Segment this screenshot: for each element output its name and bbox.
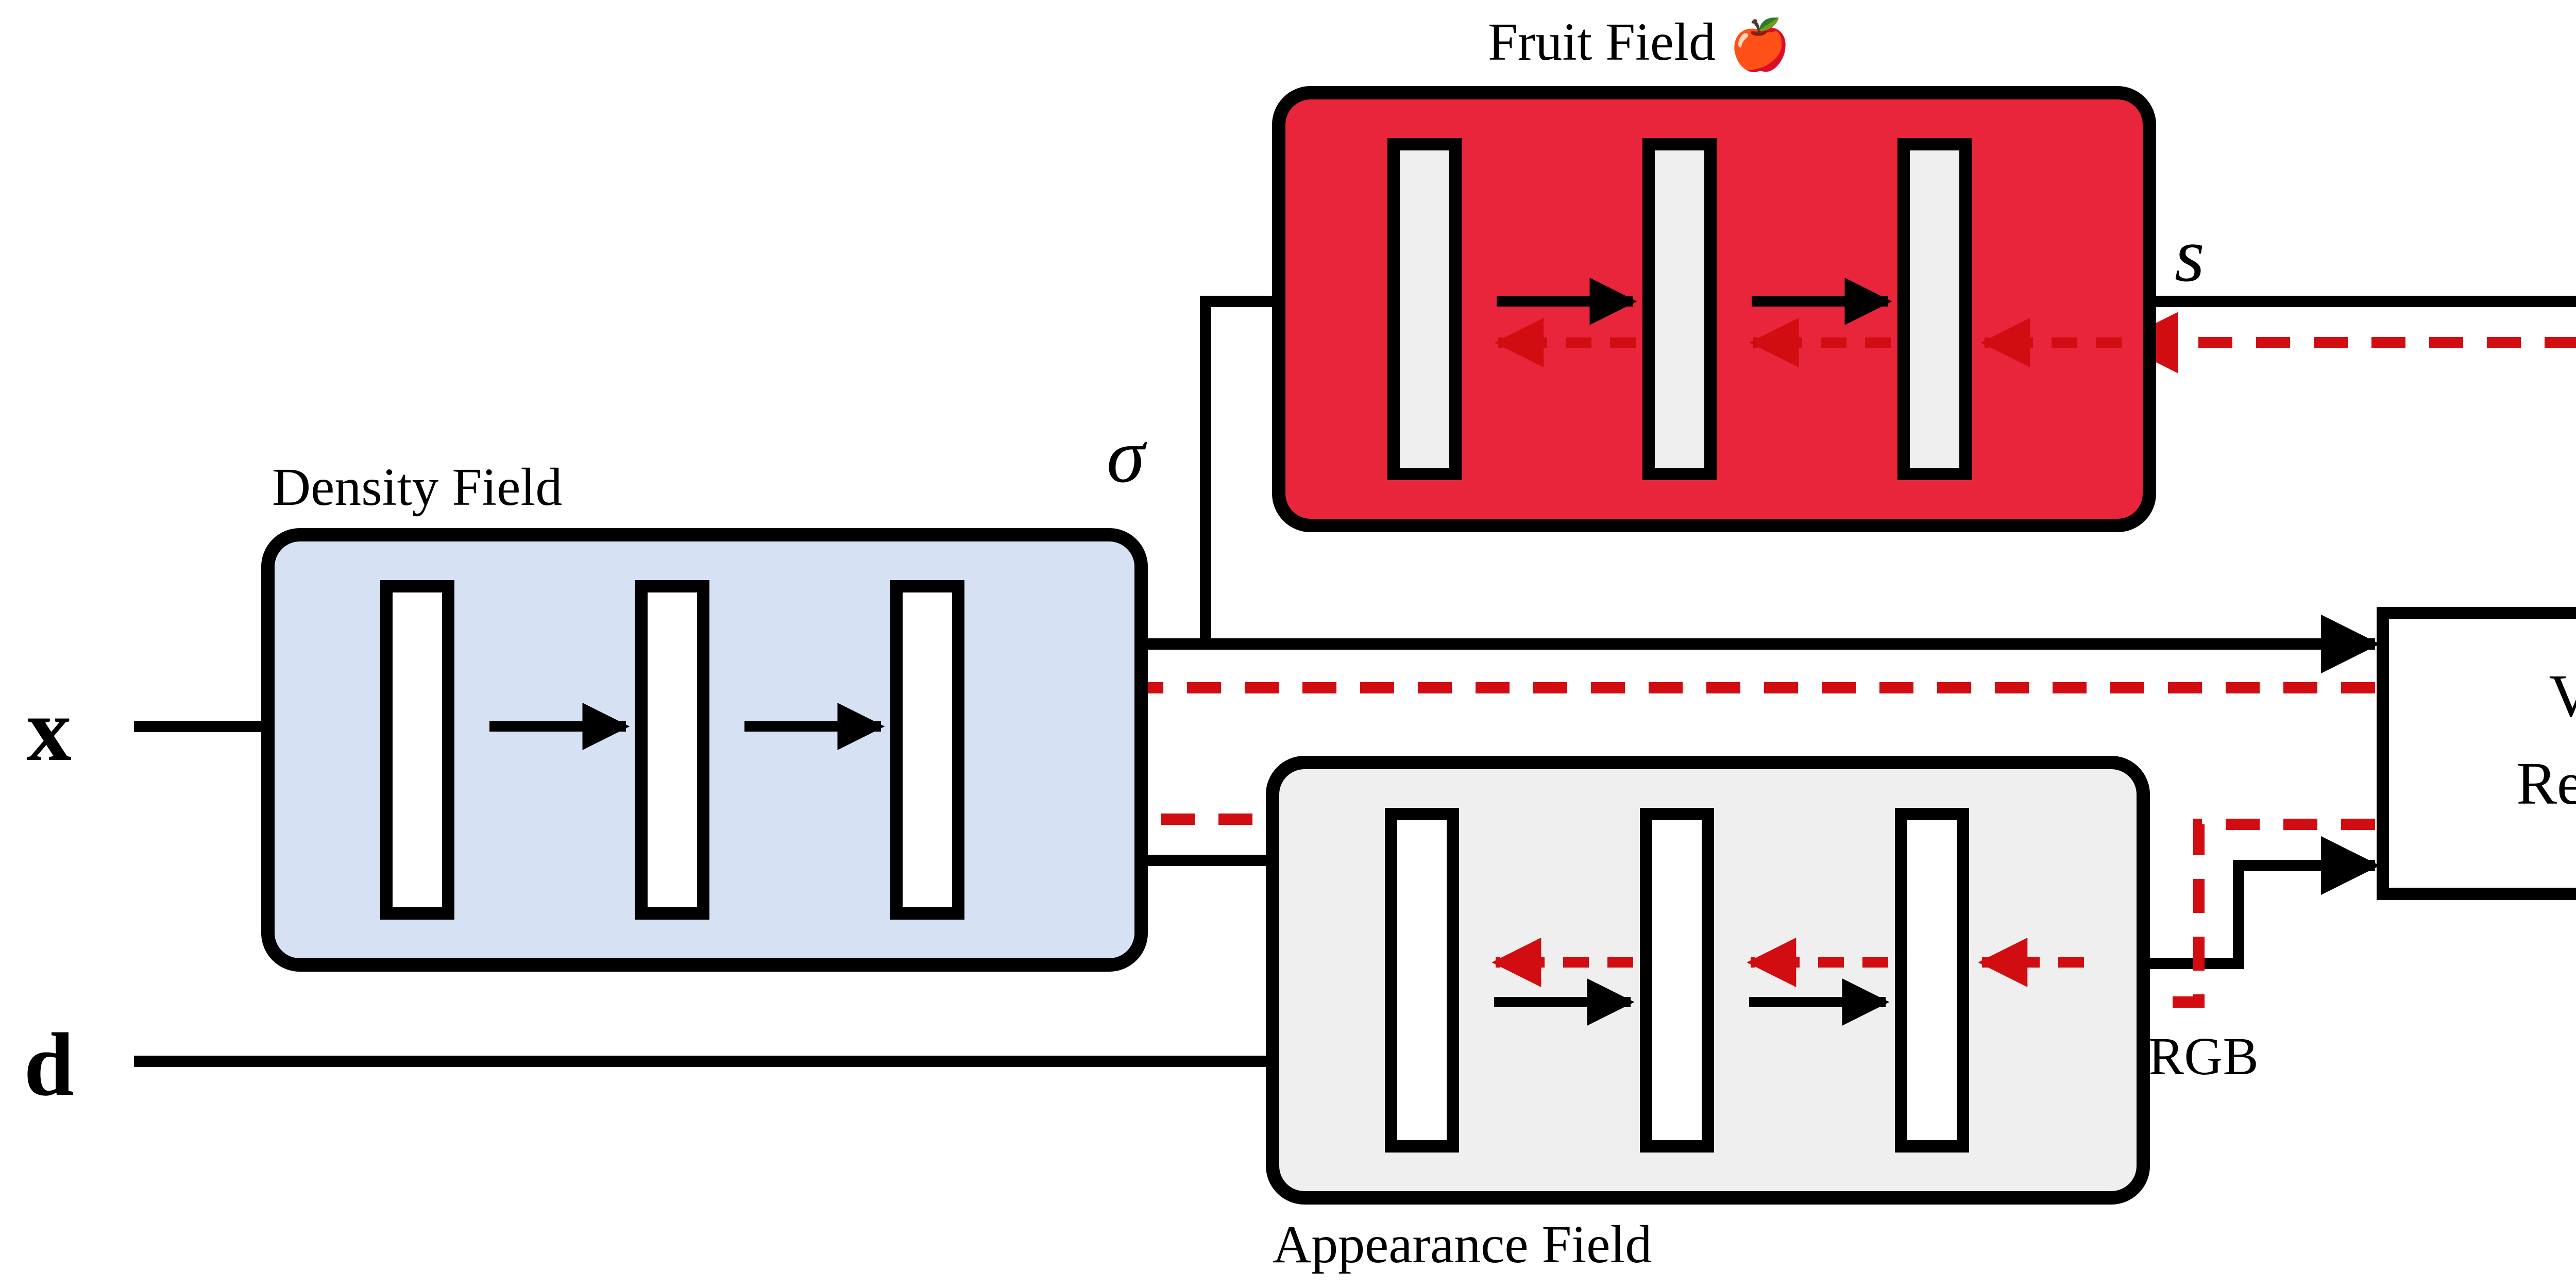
volume-rendering-label-line2: Rendering bbox=[2516, 750, 2576, 817]
fruit-field-title: Fruit Field bbox=[1488, 12, 1716, 72]
edge-label-sigma: σ bbox=[1107, 413, 1147, 499]
density-field-title: Density Field bbox=[272, 457, 562, 517]
edge-rgb-to-volume-rendering bbox=[2081, 836, 2380, 969]
block-appearance-field[interactable] bbox=[1266, 756, 2150, 1205]
edge-s-to-volume-rendering bbox=[2117, 296, 2576, 307]
density-field-layer-1 bbox=[380, 580, 454, 920]
input-label-d: d bbox=[24, 1014, 74, 1114]
volume-rendering-panel bbox=[2377, 607, 2576, 900]
density-field-layer-3 bbox=[890, 580, 964, 920]
edge-label-rgb: RGB bbox=[2148, 1027, 2259, 1086]
apple-icon: 🍎 bbox=[1729, 15, 1791, 74]
edge-label-s: s bbox=[2175, 212, 2205, 298]
fruit-field-layer-3 bbox=[1897, 138, 1972, 480]
appearance-field-layer-1 bbox=[1385, 808, 1459, 1153]
density-field-layer-2 bbox=[635, 580, 709, 920]
appearance-field-title: Appearance Field bbox=[1273, 1215, 1652, 1274]
input-label-x: x bbox=[26, 680, 72, 779]
edge-grad-volume-to-fruit bbox=[2116, 312, 2576, 374]
fruit-field-layer-1 bbox=[1387, 138, 1462, 480]
block-density-field[interactable] bbox=[261, 528, 1148, 972]
block-fruit-field[interactable] bbox=[1272, 86, 2156, 532]
fruit-field-layer-2 bbox=[1642, 138, 1717, 480]
block-volume-rendering[interactable]: Volume Rendering bbox=[2377, 607, 2576, 900]
volume-rendering-label-line1: Volume bbox=[2549, 662, 2576, 730]
appearance-field-layer-3 bbox=[1895, 808, 1969, 1153]
appearance-field-layer-2 bbox=[1640, 808, 1714, 1153]
